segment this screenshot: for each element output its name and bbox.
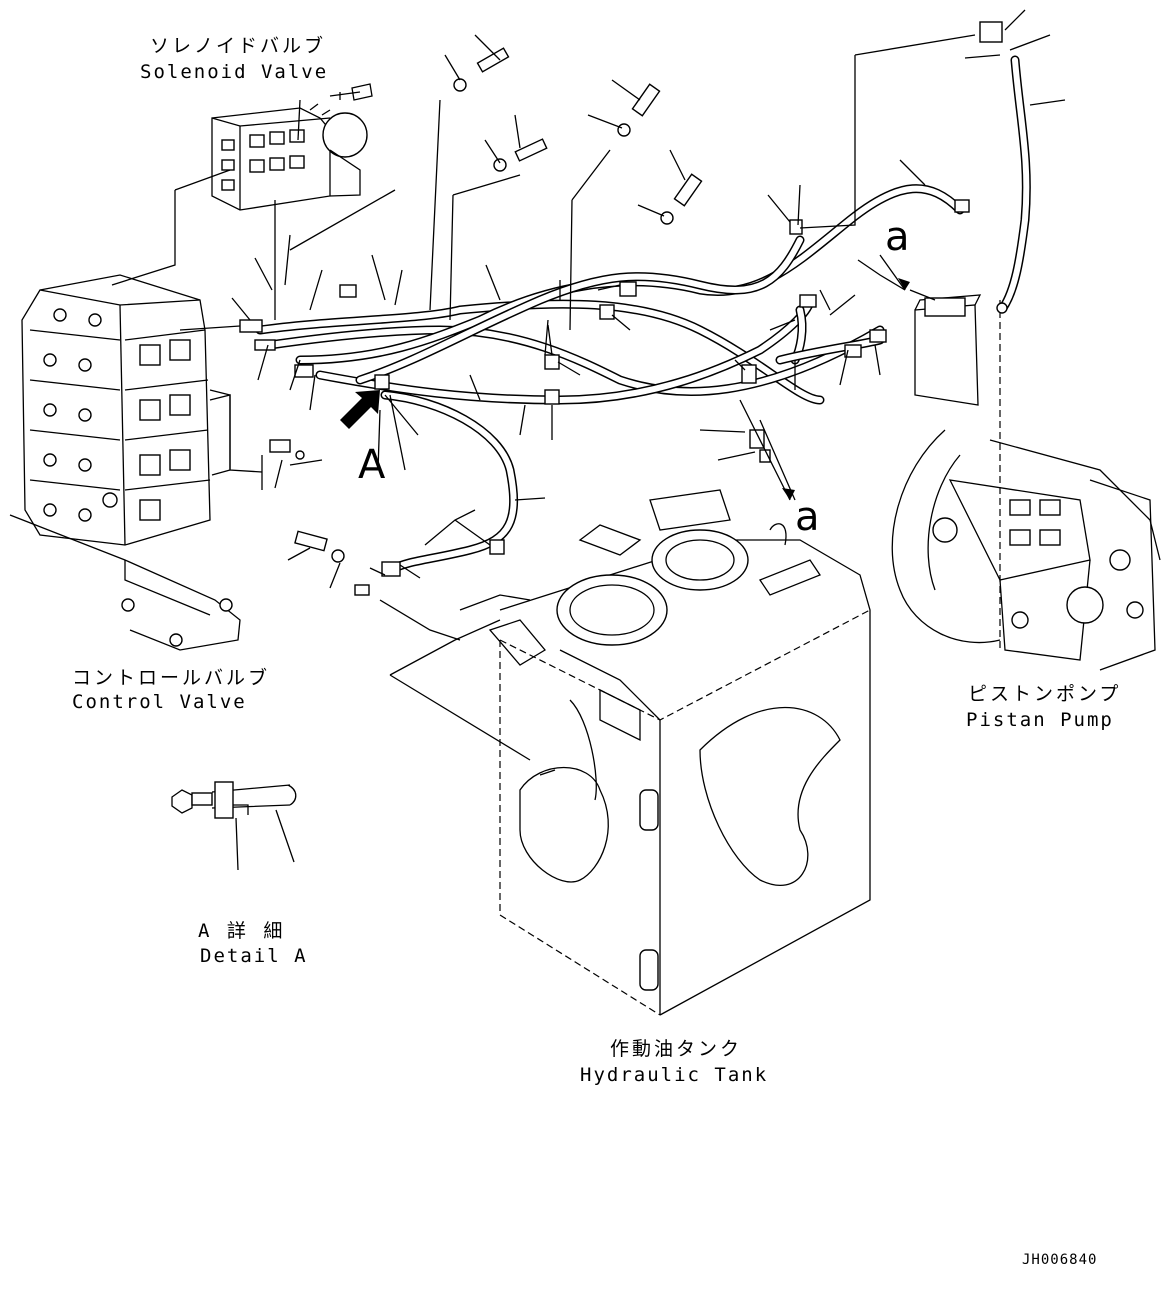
detail-a-drawing — [171, 781, 297, 871]
fittings — [239, 21, 1008, 596]
piston-pump-drawing — [891, 294, 1161, 671]
detail-a-label-en: Detail A — [200, 945, 308, 967]
pistan-pump-label-en: Pistan Pump — [966, 709, 1114, 731]
text-labels: ソレノイドバルブ Solenoid Valve コントロールバルブ Contro… — [72, 34, 1121, 1268]
control-valve-label-jp: コントロールバルブ — [72, 666, 270, 689]
solenoid-valve-drawing — [211, 83, 373, 211]
connection-marker-a-bottom: a — [795, 494, 820, 540]
hydraulic-tank-label-jp: 作動油タンク — [610, 1038, 742, 1060]
control-valve-drawing — [9, 274, 241, 651]
leader-lines — [111, 9, 1066, 761]
hydraulic-tank-label-en: Hydraulic Tank — [580, 1064, 768, 1086]
detail-a-label-jp: A 詳 細 — [198, 920, 285, 942]
arrows — [340, 254, 910, 501]
drawing-number: JH006840 — [1022, 1252, 1097, 1268]
solenoid-valve-label-jp: ソレノイドバルブ — [150, 34, 326, 57]
hydraulic-tank-drawing — [488, 489, 871, 1016]
solenoid-valve-label-en: Solenoid Valve — [140, 61, 328, 83]
connection-marker-a-top: a — [885, 214, 910, 260]
pistan-pump-label-jp: ピストンポンプ — [968, 683, 1121, 705]
view-marker-a: A — [358, 442, 386, 488]
hose-assembly — [255, 55, 1031, 575]
control-valve-label-en: Control Valve — [72, 691, 247, 713]
bolts — [294, 47, 703, 563]
